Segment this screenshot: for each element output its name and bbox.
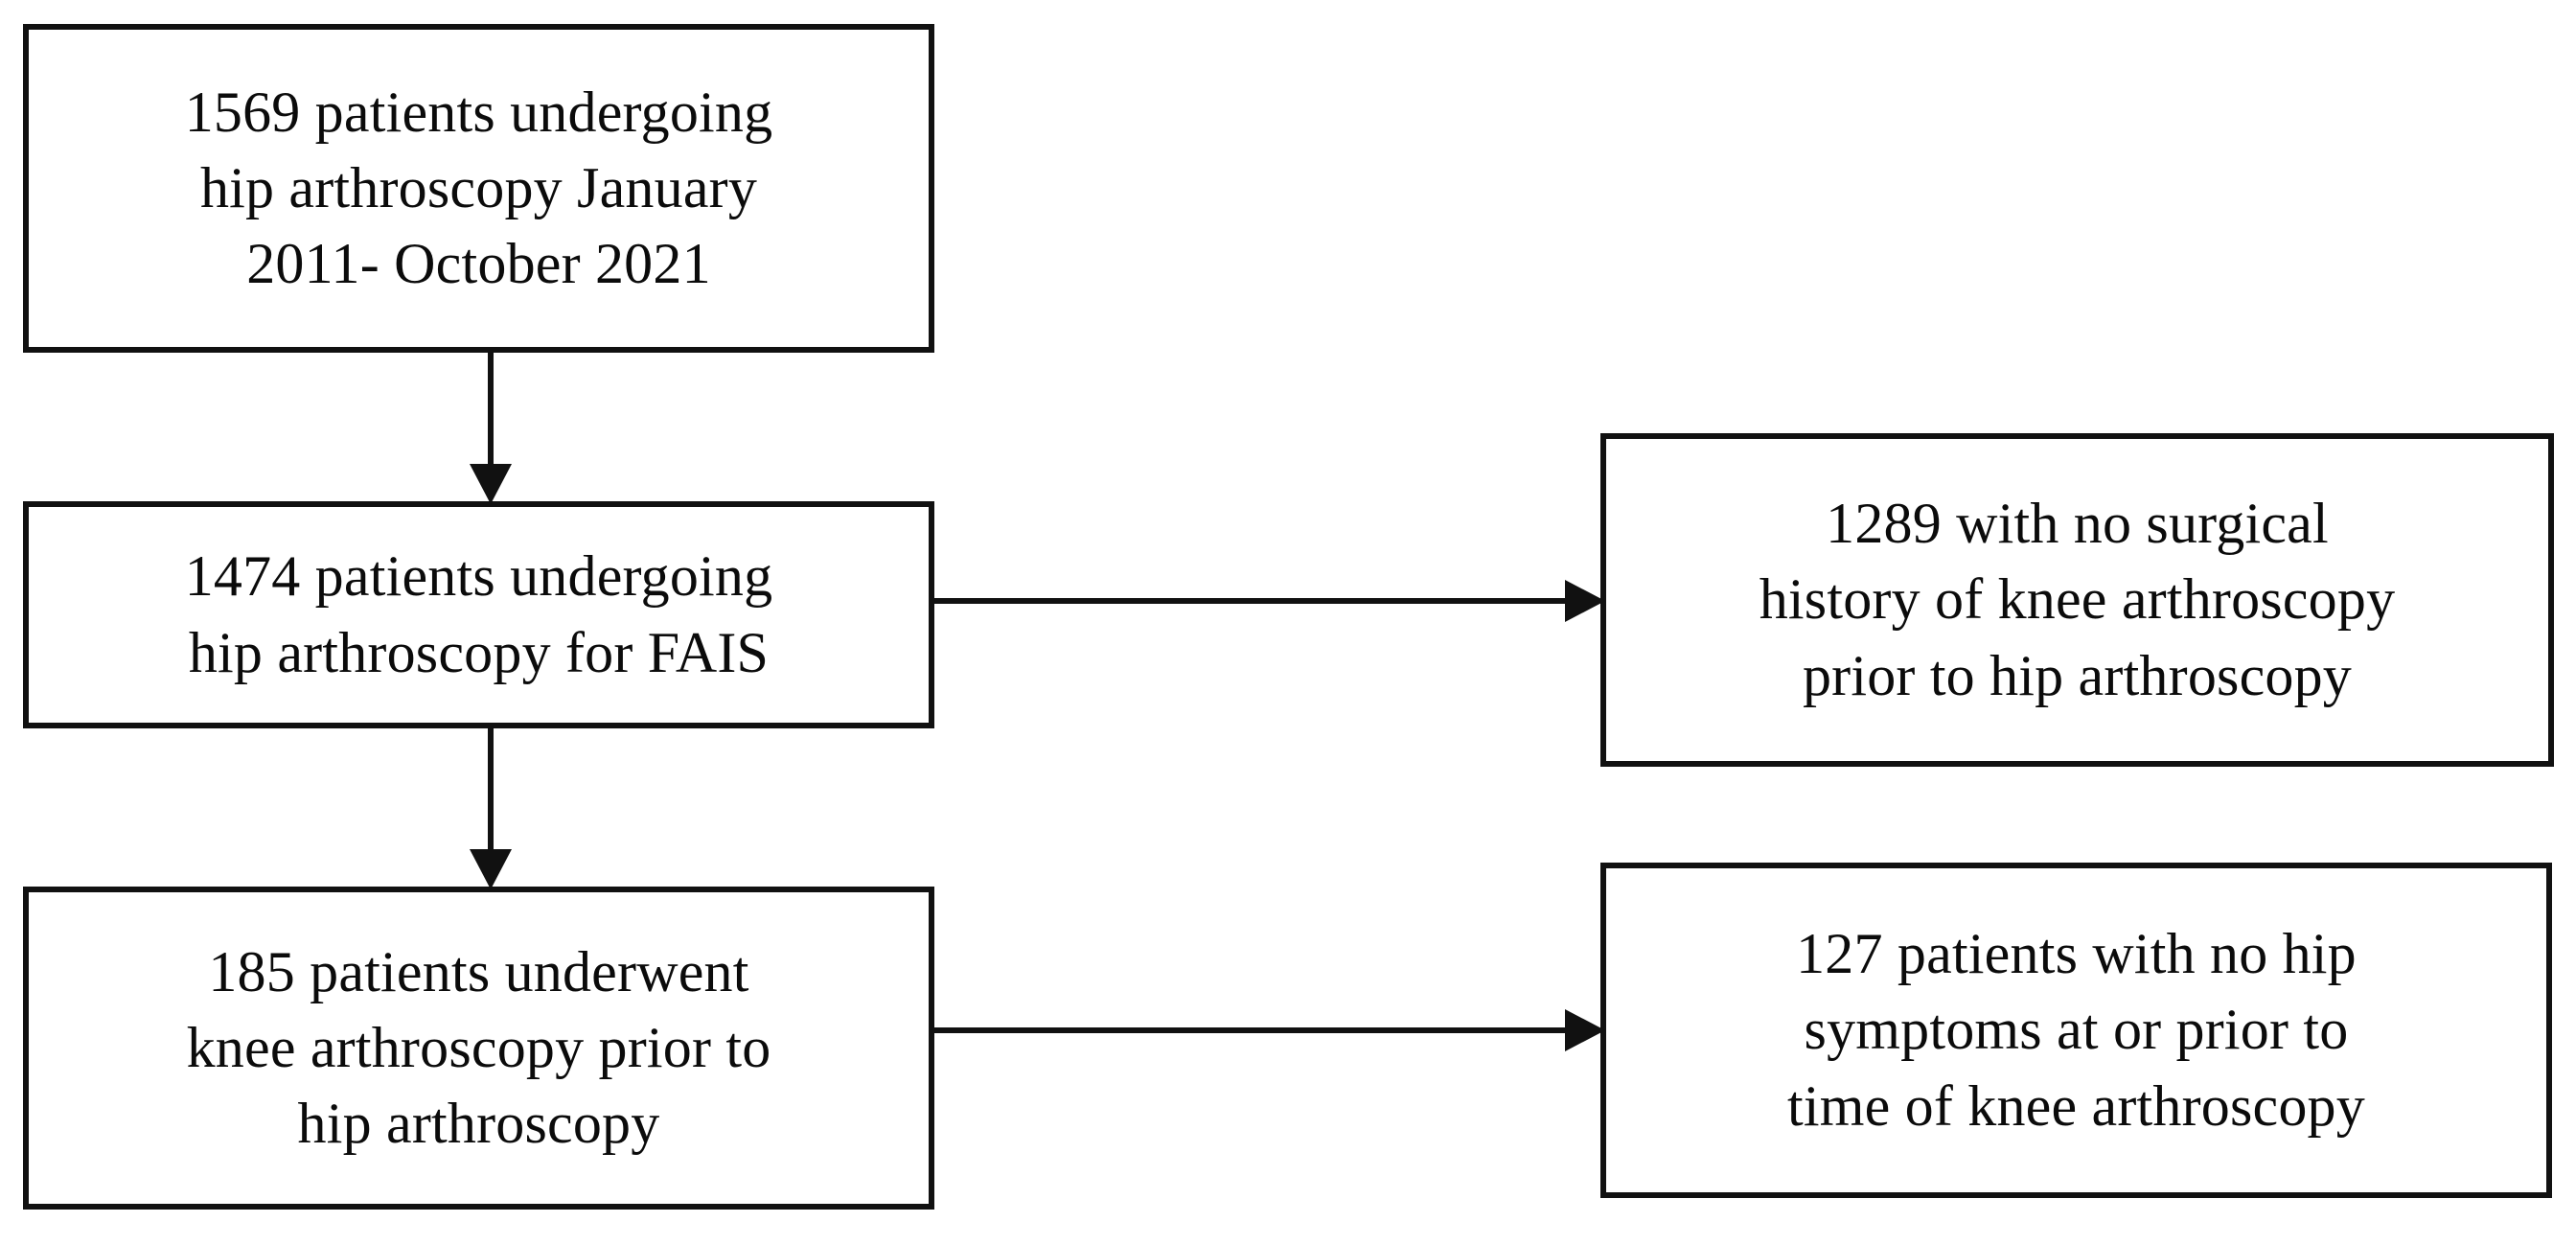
arrow-shaft — [488, 353, 494, 464]
arrow-shaft — [488, 728, 494, 849]
arrow-shaft — [934, 1027, 1565, 1033]
flowchart-node-knee-arthroscopy-label: 185 patients underwent knee arthroscopy … — [186, 939, 771, 1156]
flowchart-node-no-knee-history: 1289 with no surgical history of knee ar… — [1600, 433, 2554, 767]
arrow-head-down-icon — [470, 464, 512, 504]
arrow-head-right-icon — [1565, 580, 1605, 622]
arrow-head-down-icon — [470, 849, 512, 889]
flowchart-arrow-down-fais-to-knee-arthroscopy — [470, 728, 512, 889]
flowchart-node-fais-label: 1474 patients undergoing hip arthroscopy… — [184, 544, 773, 684]
flowchart-node-screened: 1569 patients undergoing hip arthroscopy… — [23, 24, 934, 353]
flowchart-node-fais: 1474 patients undergoing hip arthroscopy… — [23, 501, 934, 728]
flowchart-node-knee-arthroscopy: 185 patients underwent knee arthroscopy … — [23, 887, 934, 1210]
flowchart-arrow-right-knee-arthroscopy-to-no-hip-symptoms — [934, 1009, 1605, 1051]
arrow-shaft — [934, 598, 1565, 604]
flowchart-node-no-knee-history-label: 1289 with no surgical history of knee ar… — [1759, 492, 2396, 707]
flowchart-arrow-down-screened-to-fais — [470, 353, 512, 504]
arrow-head-right-icon — [1565, 1009, 1605, 1051]
flowchart-node-screened-label: 1569 patients undergoing hip arthroscopy… — [184, 80, 773, 296]
flowchart-node-no-hip-symptoms-label: 127 patients with no hip symptoms at or … — [1787, 922, 2365, 1138]
flowchart-arrow-right-fais-to-no-knee-history — [934, 580, 1605, 622]
flowchart-node-no-hip-symptoms: 127 patients with no hip symptoms at or … — [1600, 863, 2552, 1198]
